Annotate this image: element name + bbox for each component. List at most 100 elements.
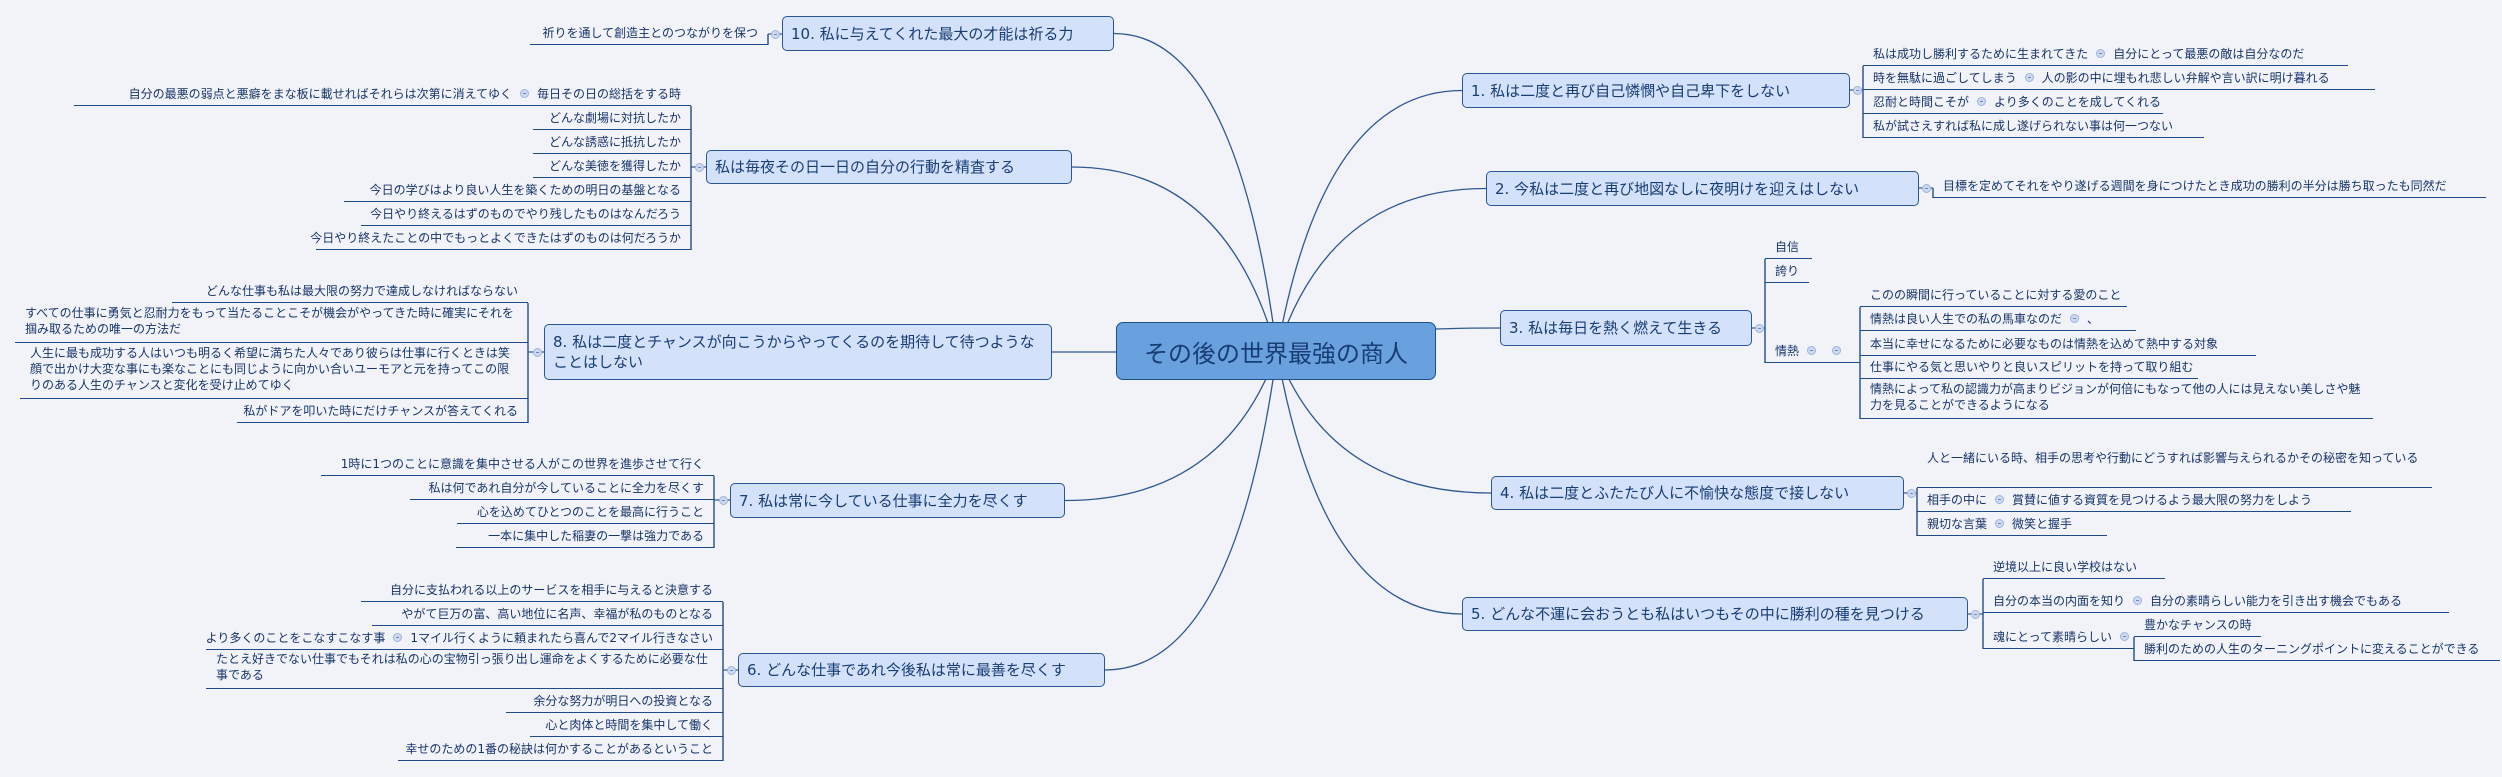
leaf-node[interactable]: 今日の学びはより良い人生を築くための明日の基盤となる (344, 180, 691, 202)
collapse-icon[interactable] (532, 347, 542, 357)
collapse-icon[interactable] (726, 665, 736, 675)
node-text: 相手の中に (1927, 493, 1988, 507)
leaf-node[interactable]: 忍耐と時間こそがより多くのことを成してくれる (1863, 92, 2163, 114)
leaf-node[interactable]: すべての仕事に勇気と忍耐力をもって当たることこそが機会がやってきた時に確実にそれ… (15, 305, 528, 343)
leaf-node[interactable]: どんな劇場に対抗したか (533, 108, 691, 130)
leaf-node[interactable]: 人と一緒にいる時、相手の思考や行動にどうすれば影響与えられるかその秘密を知ってい… (1917, 450, 2432, 488)
leaf-node[interactable]: 心と肉体と時間を集中して働く (530, 715, 723, 737)
collapse-icon[interactable] (393, 632, 403, 642)
node-text: 今日の学びはより良い人生を築くための明日の基盤となる (369, 183, 681, 197)
node-text: 時を無駄に過ごしてしまう (1873, 71, 2017, 85)
leaf-node[interactable]: 今日やり終えるはずのものでやり残したものはなんだろう (361, 204, 691, 226)
node-text: 毎日その日の総括をする時 (536, 87, 681, 101)
node-text: 自分の素晴らしい能力を引き出す機会でもある (2150, 594, 2403, 608)
leaf-node[interactable]: 1時に1つのことに意識を集中させる人がこの世界を進歩させて行く (321, 454, 714, 476)
leaf-node[interactable]: 自分の本当の内面を知り自分の素晴らしい能力を引き出す機会でもある (1983, 591, 2449, 613)
leaf-node[interactable]: 私は何であれ自分が今していることに全力を尽くす (410, 478, 714, 500)
topic-7[interactable]: 7. 私は常に今している仕事に全力を尽くす (730, 483, 1065, 518)
collapse-icon[interactable] (1754, 323, 1764, 333)
leaf-node[interactable]: 親切な言葉微笑と握手 (1917, 514, 2107, 536)
leaf-node[interactable]: 豊かなチャンスの時 (2134, 615, 2261, 637)
node-text: 自分にとって最悪の敵は自分なのだ (2113, 47, 2305, 61)
collapse-icon[interactable] (718, 495, 728, 505)
collapse-icon[interactable] (694, 162, 704, 172)
topic-1[interactable]: 1. 私は二度と再び自己憐憫や自己卑下をしない (1462, 73, 1850, 108)
node-text: どんな美徳を獲得したか (548, 159, 681, 173)
collapse-icon[interactable] (2024, 72, 2034, 82)
collapse-icon[interactable] (2120, 631, 2130, 641)
collapse-icon[interactable] (770, 29, 780, 39)
leaf-node[interactable]: このの瞬間に行っていることに対する愛のこと (1860, 285, 2127, 307)
node-text: より多くのことをこなすこなす事 (205, 631, 386, 645)
topic-6[interactable]: 6. どんな仕事であれ今後私は常に最善を尽くす (738, 653, 1105, 687)
topic-5[interactable]: 5. どんな不運に会おうとも私はいつもその中に勝利の種を見つける (1462, 597, 1968, 631)
leaf-node[interactable]: どんな誘惑に抵抗したか (533, 132, 691, 154)
leaf-node[interactable]: 情熱は良い人生での私の馬車なのだ、 (1860, 309, 2136, 331)
leaf-node[interactable]: 情熱によって私の認識力が高まりビジョンが何倍にもなって他の人には見えない美しさや… (1860, 381, 2373, 419)
collapse-icon[interactable] (1852, 85, 1862, 95)
leaf-node[interactable]: 自分に支払われる以上のサービスを相手に与えると決意する (361, 580, 723, 602)
leaf-node[interactable]: 心を込めてひとつのことを最高に行うこと (457, 502, 714, 524)
collapse-icon[interactable] (2133, 595, 2143, 605)
topic-8[interactable]: 8. 私は二度とチャンスが向こうからやってくるのを期待して待つようなことはしない (544, 324, 1052, 380)
node-text: 心を込めてひとつのことを最高に行うこと (476, 505, 704, 519)
collapse-icon[interactable] (1906, 488, 1916, 498)
leaf-node[interactable]: 私がドアを叩いた時にだけチャンスが答えてくれる (237, 401, 528, 423)
leaf-node[interactable]: 人生に最も成功する人はいつも明るく希望に満ちた人々であり彼らは仕事に行くときは笑… (20, 345, 528, 399)
leaf-node[interactable]: 私が試さえすれば私に成し遂げられない事は何一つない (1863, 116, 2204, 138)
topic-9[interactable]: 私は毎夜その日一日の自分の行動を精査する (706, 150, 1072, 184)
leaf-node[interactable]: 勝利のための人生のターニングポイントに変えることができる (2134, 639, 2500, 661)
leaf-node[interactable]: より多くのことをこなすこなす事 1マイル行くように頼まれたら喜んで2マイル行きなさ… (206, 628, 723, 650)
node-text: 情熱によって私の認識力が高まりビジョンが何倍にもなって他の人には見えない美しさや… (1870, 382, 2361, 412)
collapse-icon[interactable] (1995, 494, 2005, 504)
collapse-icon[interactable] (1977, 96, 1987, 106)
leaf-node[interactable]: 本当に幸せになるために必要なものは情熱を込めて熱中する対象 (1860, 334, 2256, 356)
leaf-node[interactable]: 相手の中に賞賛に値する資質を見つけるよう最大限の努力をしよう (1917, 490, 2351, 512)
leaf-node[interactable]: 情熱 (1765, 341, 1860, 363)
leaf-node[interactable]: 魂にとって素晴らしい (1983, 627, 2134, 649)
collapse-icon[interactable] (1921, 183, 1931, 193)
node-text: 自分の最悪の弱点と悪癖をまな板に載せればそれらは次第に消えてゆく (128, 87, 512, 101)
collapse-icon[interactable] (2070, 313, 2080, 323)
node-text: 仕事にやる気と思いやりと良いスピリットを持って取り組む (1870, 360, 2194, 374)
connector-line (1276, 89, 1463, 353)
node-text: 心と肉体と時間を集中して働く (545, 718, 713, 732)
leaf-node[interactable]: 時を無駄に過ごしてしまう 人の影の中に埋もれ悲しい弁解や言い訳に明け暮れる (1863, 68, 2375, 90)
leaf-node[interactable]: 仕事にやる気と思いやりと良いスピリットを持って取り組む (1860, 357, 2198, 379)
collapse-icon[interactable] (519, 88, 529, 98)
collapse-icon[interactable] (1995, 518, 2005, 528)
topic-10[interactable]: 10. 私に与えてくれた最大の才能は祈る力 (782, 16, 1114, 51)
topic-4[interactable]: 4. 私は二度とふたたび人に不愉快な態度で接しない (1491, 476, 1904, 510)
node-text: より多くのことを成してくれる (1994, 95, 2162, 109)
leaf-node[interactable]: 一本に集中した稲妻の一撃は強力である (456, 526, 714, 548)
collapse-icon[interactable] (1807, 345, 1817, 355)
node-text: 1マイル行くように頼まれたら喜んで2マイル行きなさい (410, 631, 713, 645)
leaf-node[interactable]: やがて巨万の富、高い地位に名声、幸福が私のものとなる (372, 604, 723, 626)
node-text: やがて巨万の富、高い地位に名声、幸福が私のものとなる (401, 607, 713, 621)
node-text: 親切な言葉 (1927, 517, 1988, 531)
collapse-icon[interactable] (1832, 345, 1842, 355)
leaf-node[interactable]: どんな美徳を獲得したか (533, 156, 691, 178)
leaf-node[interactable]: 余分な努力が明日への投資となる (506, 691, 723, 713)
node-text: 余分な努力が明日への投資となる (533, 694, 713, 708)
collapse-icon[interactable] (1970, 609, 1980, 619)
leaf-node[interactable]: 自分の最悪の弱点と悪癖をまな板に載せればそれらは次第に消えてゆく 毎日その日の総括… (74, 84, 691, 106)
collapse-icon[interactable] (2096, 48, 2106, 58)
leaf-node[interactable]: 今日やり終えたことの中でもっとよくできたはずのものは何だろうか (310, 228, 691, 250)
node-text: 今日やり終えるはずのものでやり残したものはなんだろう (370, 207, 681, 221)
topic-3[interactable]: 3. 私は毎日を熱く燃えて生きる (1500, 310, 1752, 346)
leaf-node[interactable]: 祈りを通して創造主とのつながりを保つ (530, 23, 768, 45)
leaf-node[interactable]: どんな仕事も私は最大限の努力で達成しなければならない (172, 281, 528, 303)
leaf-node[interactable]: 自信 (1765, 237, 1812, 259)
topic-2[interactable]: 2. 今私は二度と再び地図なしに夜明けを迎えはしない (1486, 171, 1919, 206)
node-text: 勝利のための人生のターニングポイントに変えることができる (2144, 642, 2480, 656)
leaf-node[interactable]: たとえ好きでない仕事でもそれは私の心の宝物引っ張り出し運命をよくするために必要な… (206, 651, 723, 689)
leaf-node[interactable]: 逆境以上に良い学校はない (1983, 557, 2165, 579)
leaf-node[interactable]: 幸せのための1番の秘訣は何かすることがあるということ (398, 739, 723, 761)
leaf-node[interactable]: 誇り (1765, 261, 1809, 283)
leaf-node[interactable]: 私は成功し勝利するために生まれてきた自分にとって最悪の敵は自分なのだ (1863, 44, 2348, 66)
node-text: 人の影の中に埋もれ悲しい弁解や言い訳に明け暮れる (2041, 71, 2330, 85)
central-topic[interactable]: その後の世界最強の商人 (1116, 322, 1436, 380)
leaf-node[interactable]: 目標を定めてそれをやり遂げる週間を身につけたとき成功の勝利の半分は勝ち取ったも同… (1933, 176, 2486, 198)
node-text: 私は何であれ自分が今していることに全力を尽くす (428, 481, 704, 495)
